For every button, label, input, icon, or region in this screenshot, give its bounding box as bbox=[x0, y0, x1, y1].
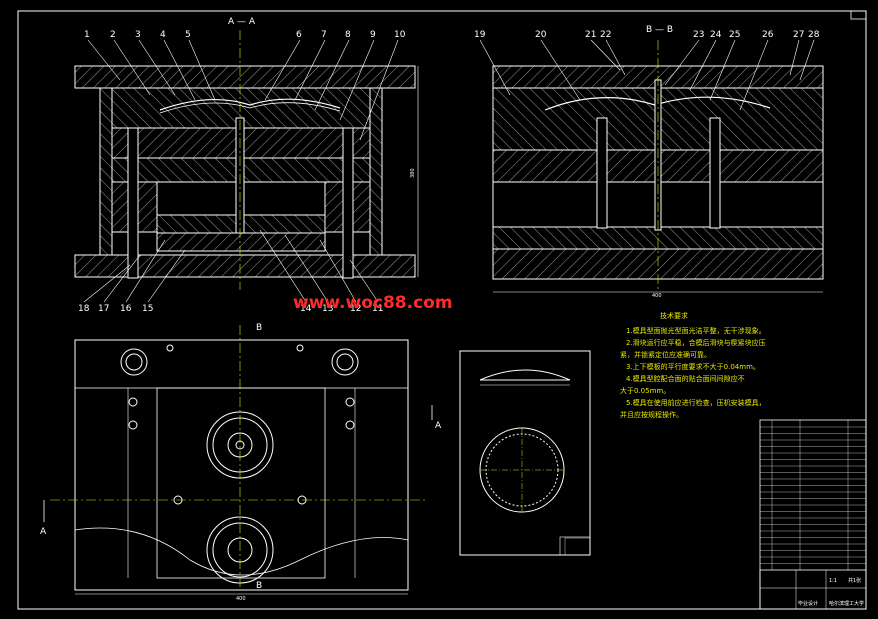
callout-25: 25 bbox=[729, 30, 740, 40]
tech-line-1: 1.模具型面抛光型面光洁平整，无干涉现象。 bbox=[626, 326, 766, 335]
callout-9: 9 bbox=[370, 30, 376, 40]
tech-line-7: 5.模具在使用前应进行检查，压机安装模具， bbox=[626, 398, 766, 407]
tech-line-4: 3.上下模板的平行度要求不大于0.04mm。 bbox=[626, 362, 760, 371]
callout-16: 16 bbox=[120, 304, 132, 314]
tech-requirements-title: 技术要求 bbox=[660, 311, 688, 320]
width-dimension-right: 400 bbox=[652, 293, 662, 299]
scale-value: 1:1 bbox=[829, 578, 837, 584]
callout-2: 2 bbox=[110, 30, 116, 40]
section-aa-label: A — A bbox=[228, 17, 256, 27]
callout-28: 28 bbox=[808, 30, 820, 40]
callout-24: 24 bbox=[710, 30, 722, 40]
tech-line-2: 2.滑块运行应平稳，合模后滑块与楔紧块应压 bbox=[626, 338, 766, 347]
height-dimension: 380 bbox=[410, 168, 416, 178]
callout-27: 27 bbox=[793, 30, 804, 40]
sheet-border bbox=[17, 10, 867, 610]
callout-6: 6 bbox=[296, 30, 302, 40]
callout-14: 14 bbox=[300, 304, 312, 314]
callouts-left-top: 1 2 3 4 5 6 7 8 9 10 bbox=[84, 30, 406, 141]
width-dimension-plan: 400 bbox=[236, 596, 246, 602]
section-marker-a-right: A bbox=[435, 421, 442, 431]
tech-line-3: 紧，并锁紧定位应准确可靠。 bbox=[620, 350, 711, 359]
plan-view: 400 B B A A bbox=[40, 323, 442, 602]
callout-5: 5 bbox=[185, 30, 191, 40]
school-name: 哈尔滨理工大学 bbox=[829, 600, 864, 607]
sheet-corner-mark bbox=[850, 10, 867, 20]
callout-1: 1 bbox=[84, 30, 90, 40]
section-bb-view: B — B 400 bbox=[492, 25, 824, 299]
callout-23: 23 bbox=[693, 30, 704, 40]
callout-11: 11 bbox=[372, 304, 383, 314]
sheet-count: 共1张 bbox=[848, 577, 861, 584]
callout-22: 22 bbox=[600, 30, 611, 40]
callout-8: 8 bbox=[345, 30, 351, 40]
watermark-text: www.woc88.com bbox=[293, 293, 453, 313]
callout-3: 3 bbox=[135, 30, 141, 40]
tech-line-6: 大于0.05mm。 bbox=[620, 386, 670, 395]
callout-20: 20 bbox=[535, 30, 547, 40]
part-detail-view bbox=[459, 350, 591, 556]
callout-26: 26 bbox=[762, 30, 774, 40]
section-bb-label: B — B bbox=[646, 25, 673, 35]
callout-10: 10 bbox=[394, 30, 406, 40]
callouts-right-top: 19 20 21 22 23 24 25 26 27 28 bbox=[474, 30, 820, 111]
callout-13: 13 bbox=[322, 304, 333, 314]
callouts-left-bottom: 18 17 16 15 14 13 12 11 bbox=[78, 229, 383, 314]
tech-requirements: 技术要求 1.模具型面抛光型面光洁平整，无干涉现象。 2.滑块运行应平稳，合模后… bbox=[620, 311, 766, 419]
callout-19: 19 bbox=[474, 30, 486, 40]
callout-21: 21 bbox=[585, 30, 596, 40]
section-marker-b-top: B bbox=[256, 323, 262, 333]
callout-7: 7 bbox=[321, 30, 327, 40]
tech-line-5: 4.模具型腔配合面的贴合面间间隙应不 bbox=[626, 374, 745, 383]
callout-4: 4 bbox=[160, 30, 166, 40]
callout-18: 18 bbox=[78, 304, 90, 314]
section-marker-a-left: A bbox=[40, 527, 47, 537]
title-block: 毕业设计 哈尔滨理工大学 1:1 共1张 bbox=[564, 419, 867, 610]
callout-17: 17 bbox=[98, 304, 109, 314]
tech-line-8: 并且应按规程操作。 bbox=[620, 410, 683, 419]
section-marker-b-bottom: B bbox=[256, 581, 262, 591]
callout-15: 15 bbox=[142, 304, 153, 314]
callout-12: 12 bbox=[350, 304, 361, 314]
section-aa-view: A — A 380 bbox=[74, 17, 419, 290]
drawing-title: 毕业设计 bbox=[798, 600, 818, 607]
